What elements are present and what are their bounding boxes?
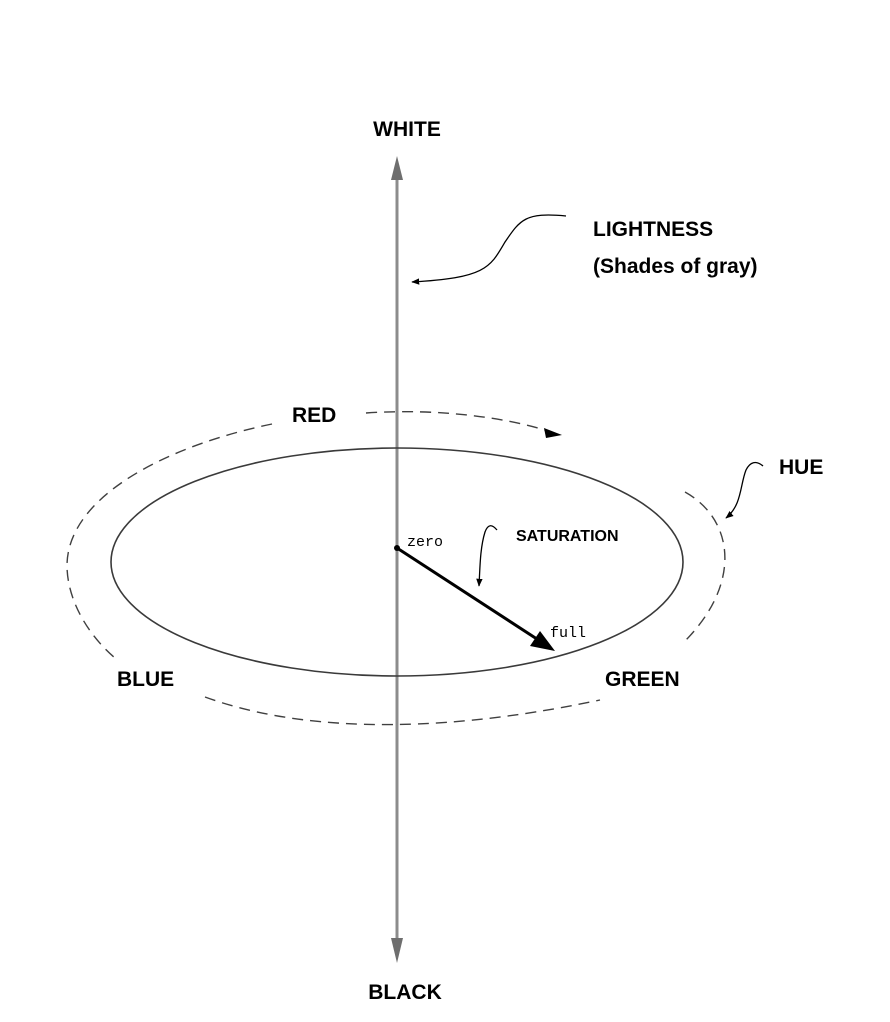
lightness-callout-arrow [411,214,567,285]
saturation-callout-arrow [476,525,498,587]
full-label: full [550,625,586,642]
hue-callout-arrow [725,461,764,519]
black-label: BLACK [368,981,442,1004]
white-label: WHITE [373,118,441,141]
hue-dashed-arc-left [66,423,273,659]
green-label: GREEN [605,668,680,691]
hue-dashed-arc-right [682,491,726,644]
axis-bottom-arrowhead [391,938,403,963]
lightness-label: LIGHTNESS [593,218,713,241]
zero-label: zero [407,534,443,551]
red-label: RED [292,404,336,427]
saturation-label: SATURATION [516,528,619,545]
hue-dashed-arc-bottom [204,696,601,726]
hue-label: HUE [779,456,823,479]
saturation-vector [396,546,541,643]
axis-top-arrowhead [391,156,403,180]
blue-label: BLUE [117,668,174,691]
hue-direction-arrowhead [544,428,562,438]
hue-ellipse [110,447,684,677]
lightness-sublabel: (Shades of gray) [593,255,758,278]
saturation-vector-arrowhead [530,631,555,651]
hue-dashed-arc-top [365,411,546,431]
